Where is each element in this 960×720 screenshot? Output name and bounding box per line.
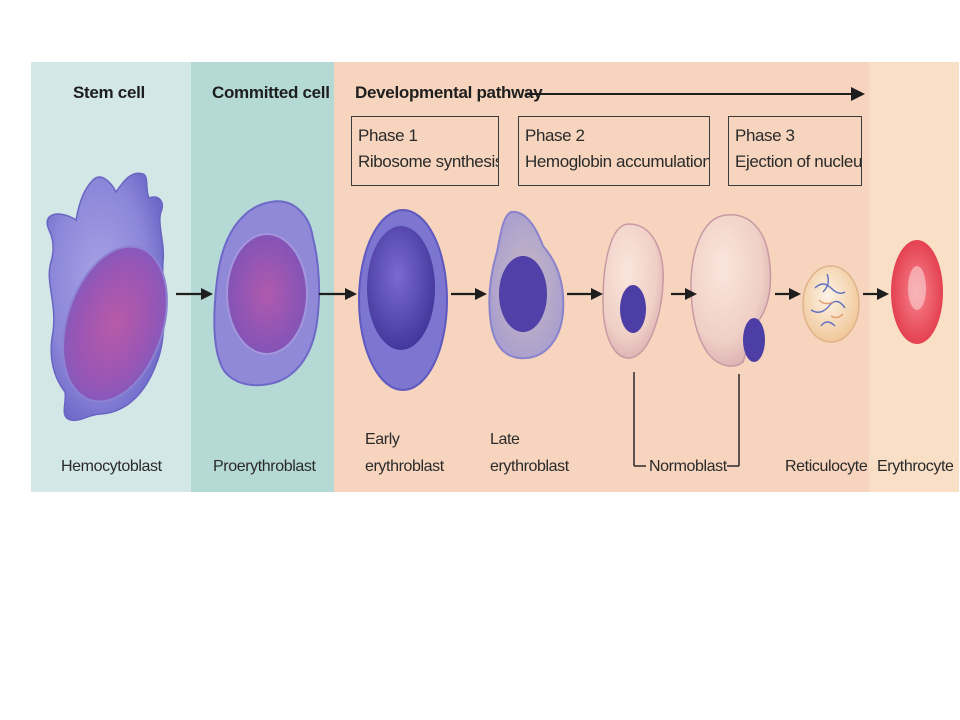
erythrocyte-label: Erythrocyte [877,458,954,475]
phase-1-desc: Ribosome synthesis [358,152,499,171]
proerythroblast-cell [213,200,321,387]
erythropoiesis-figure: Stem cell Committed cell Developmental p… [31,62,959,492]
phase-1-box: Phase 1 Ribosome synthesis [351,116,499,186]
late-erythroblast-label-line2: erythroblast [490,458,569,475]
hemocytoblast-cell [46,172,168,422]
erythrocyte-cell [891,240,943,344]
early-erythroblast-label-line2: erythroblast [365,458,444,475]
early-erythroblast-label-line1: Early [365,431,400,448]
phase-3-box: Phase 3 Ejection of nucleus [728,116,862,186]
phase-2-desc: Hemoglobin accumulation [525,152,710,171]
transition-arrows [176,288,889,300]
normoblast-cell-2 [690,214,772,367]
early-erythroblast-cell [358,209,448,391]
hemocytoblast-label: Hemocytoblast [61,458,162,475]
normoblast-bracket [633,372,740,467]
cell-diagram [46,87,943,467]
phase-2-box: Phase 2 Hemoglobin accumulation [518,116,710,186]
proerythroblast-label: Proerythroblast [213,458,316,475]
reticulocyte-label: Reticulocyte [785,458,868,475]
reticulocyte-cell [802,265,860,343]
pathway-arrow [526,87,865,101]
phase-3-desc: Ejection of nucleus [735,152,862,171]
phase-2-title: Phase 2 [525,126,585,145]
late-erythroblast-cell [488,210,565,360]
stem-cell-header: Stem cell [73,83,145,102]
normoblast-cell-1 [602,223,664,359]
normoblast-label: Normoblast [649,458,727,475]
phase-3-title: Phase 3 [735,126,795,145]
developmental-pathway-header: Developmental pathway [355,83,543,102]
committed-cell-header: Committed cell [212,83,330,102]
late-erythroblast-label-line1: Late [490,431,520,448]
phase-1-title: Phase 1 [358,126,418,145]
